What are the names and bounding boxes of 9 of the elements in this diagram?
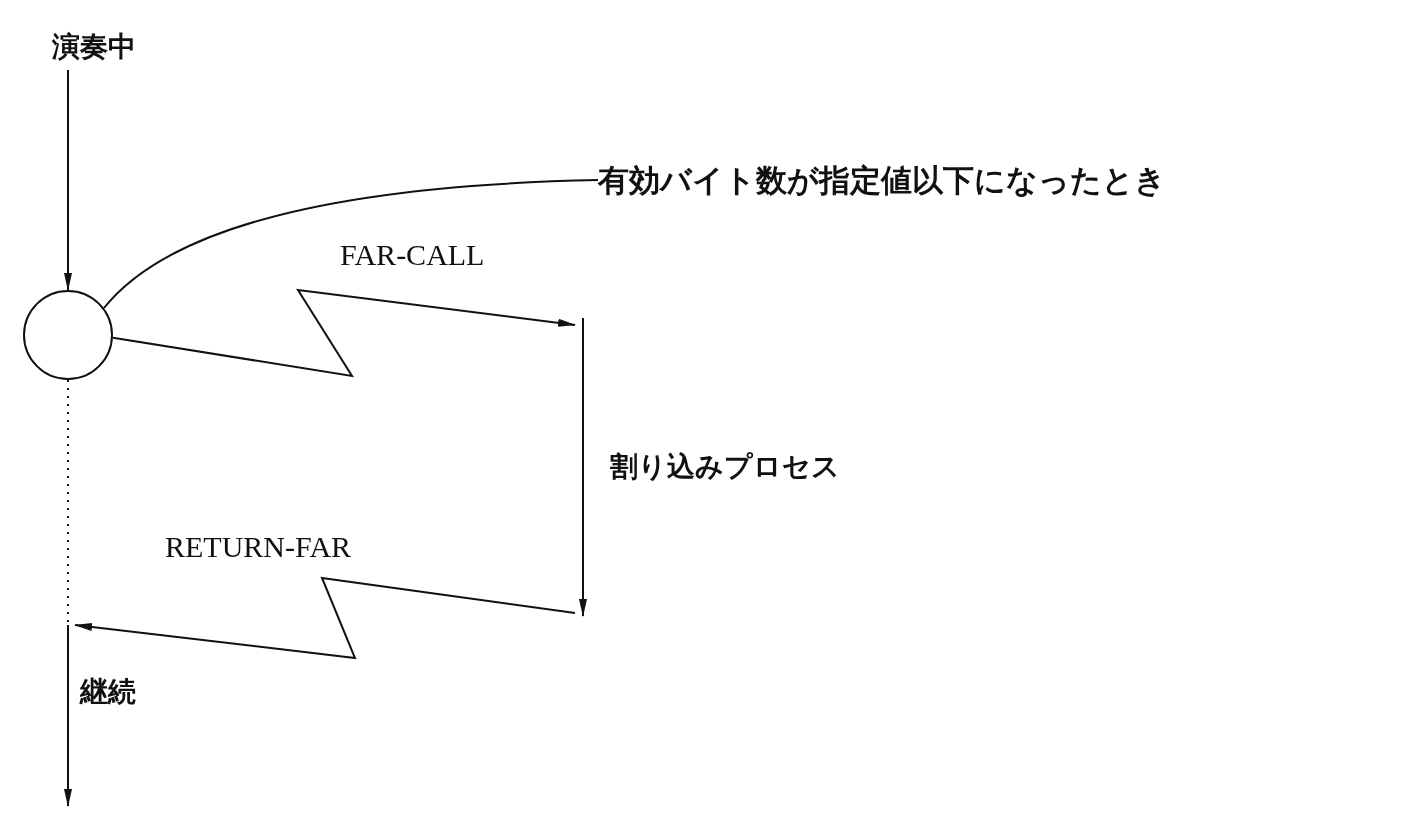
condition-label: 有効バイト数が指定値以下になったとき: [598, 161, 1166, 200]
process-label: 割り込みプロセス: [610, 449, 840, 485]
flow-label: 継続: [80, 674, 136, 710]
leader-line: [103, 179, 599, 309]
arrow: [74, 576, 576, 660]
arrow: [112, 288, 576, 378]
state-label: 演奏中: [52, 29, 136, 65]
arrow: [64, 69, 72, 291]
circle-node: [23, 290, 113, 380]
